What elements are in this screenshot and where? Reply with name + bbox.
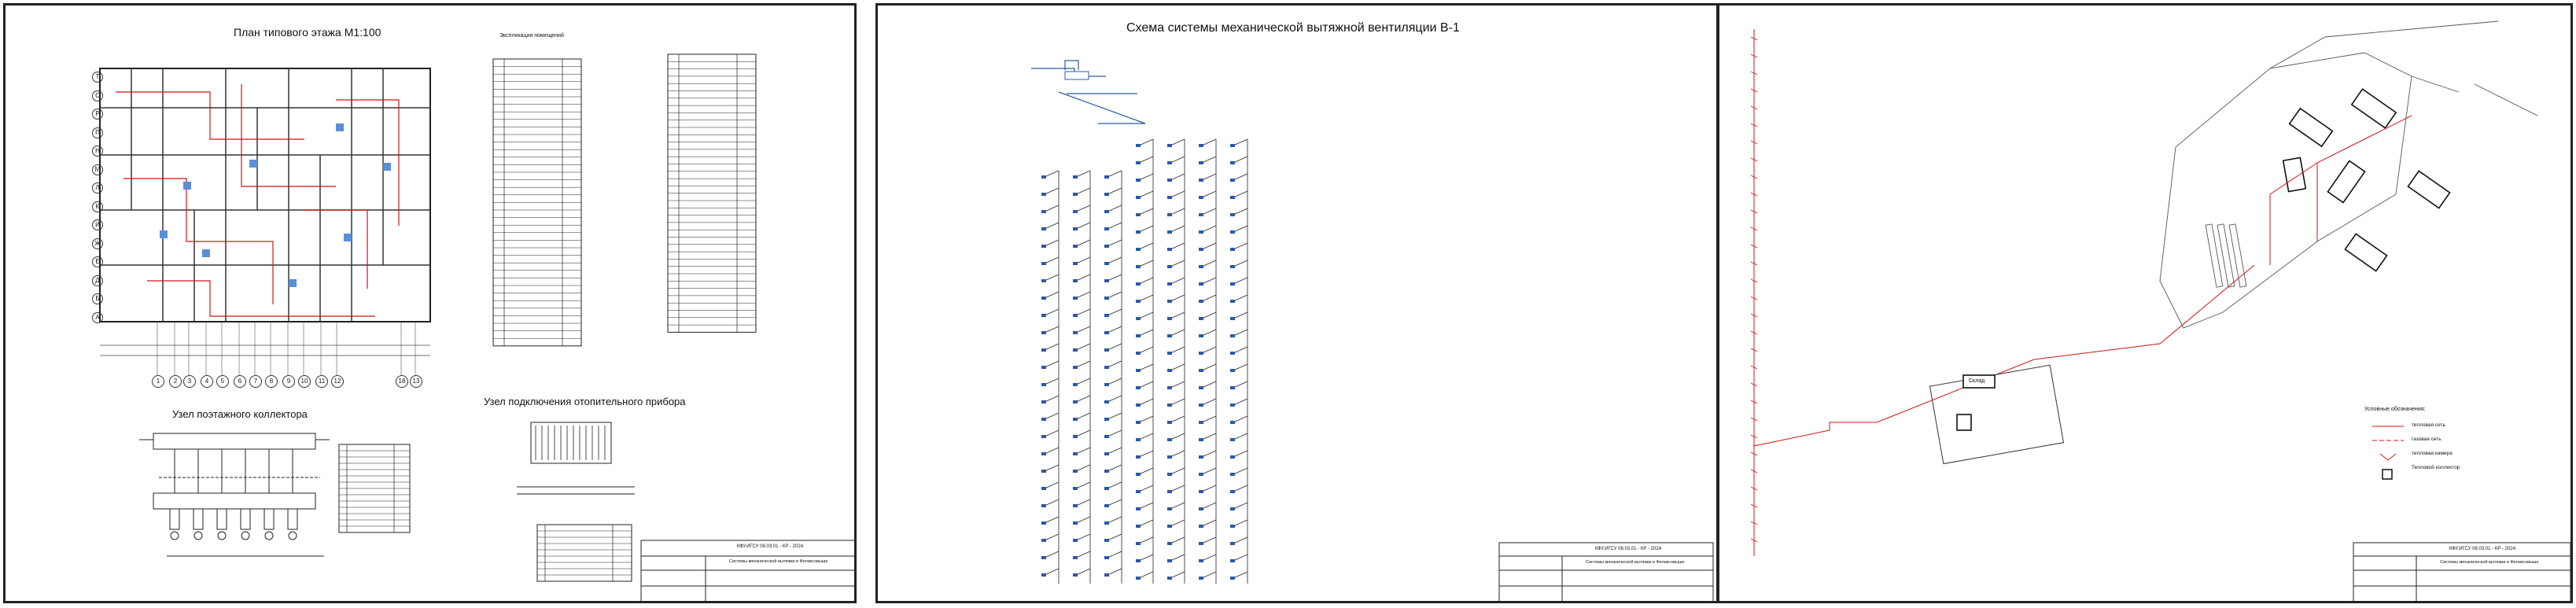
legend-item: тепловая камера [2412,451,2453,456]
titleblock-code: КФУ.ИГСУ 08.03.01 - КР - 2024 [1595,547,1662,551]
explication-title: Экспликация помещений [499,33,564,39]
col-axis-label: 2 [169,375,182,388]
titleblock-name: Системы механической вытяжки в Феликсовы… [729,559,828,564]
sheet-site-plan: Склад Условные обозначения: тепловая сет… [1717,3,2573,603]
row-axis-label: Т [92,72,103,83]
row-axis-label: И [92,219,103,230]
row-axis-label: Ж [92,238,103,249]
titleblock-code: КФУ.ИГСУ 08.03.01 - КР - 2024 [737,544,804,549]
col-axis-label: 1 [152,375,164,388]
col-axis-label: 10 [298,375,311,388]
floor-plan-drawing [99,53,856,602]
legend-item: Тепловой коллектор [2412,465,2460,470]
sheet-ventilation-scheme: Схема системы механической вытяжной вент… [875,3,1719,603]
row-axis-label: Б [92,293,103,304]
col-axis-label: 18 [396,375,408,388]
sheet-floor-plan: План типового этажа М1:100 Экспликация п… [3,3,857,603]
site-plan-drawing [1750,20,2571,602]
legend-title: Условные обозначения: [2364,407,2426,412]
row-axis-label: Е [92,256,103,267]
legend-item: газовая сеть [2412,437,2441,442]
col-axis-label: 5 [216,375,229,388]
collector-title: Узел поэтажного коллектора [172,408,308,420]
row-axis-label: К [92,201,103,212]
col-axis-label: 3 [183,375,196,388]
col-axis-label: 9 [282,375,295,388]
titleblock-name: Системы механической вытяжки в Феликсовы… [1586,560,1685,565]
col-axis-label: 11 [315,375,328,388]
row-axis-label: Д [92,275,103,286]
scheme-title: Схема системы механической вытяжной вент… [1126,21,1460,35]
row-axis-label: С [92,90,103,101]
row-axis-label: П [92,127,103,138]
col-axis-label: 13 [410,375,422,388]
row-axis-label: А [92,311,103,323]
radiator-title: Узел подключения отопительного прибора [484,396,686,407]
row-axis-label: Р [92,109,103,120]
legend-item: тепловая сеть [2412,422,2445,428]
col-axis-label: 7 [249,375,262,388]
col-axis-label: 6 [234,375,246,388]
row-axis-label: Л [92,182,103,193]
col-axis-label: 4 [201,375,213,388]
titleblock-name: Системы механической вытяжки в Феликсовы… [2440,560,2539,565]
building-label: Склад [1969,378,1985,384]
col-axis-label: 12 [331,375,344,388]
col-axis-label: 8 [265,375,278,388]
row-axis-label: М [92,164,103,175]
titleblock-code: КФУ.ИГСУ 08.03.01 - КР - 2024 [2449,547,2516,551]
row-axis-label: Н [92,146,103,157]
plan-title: План типового этажа М1:100 [234,26,381,39]
ventilation-scheme-drawing [1031,60,1714,602]
